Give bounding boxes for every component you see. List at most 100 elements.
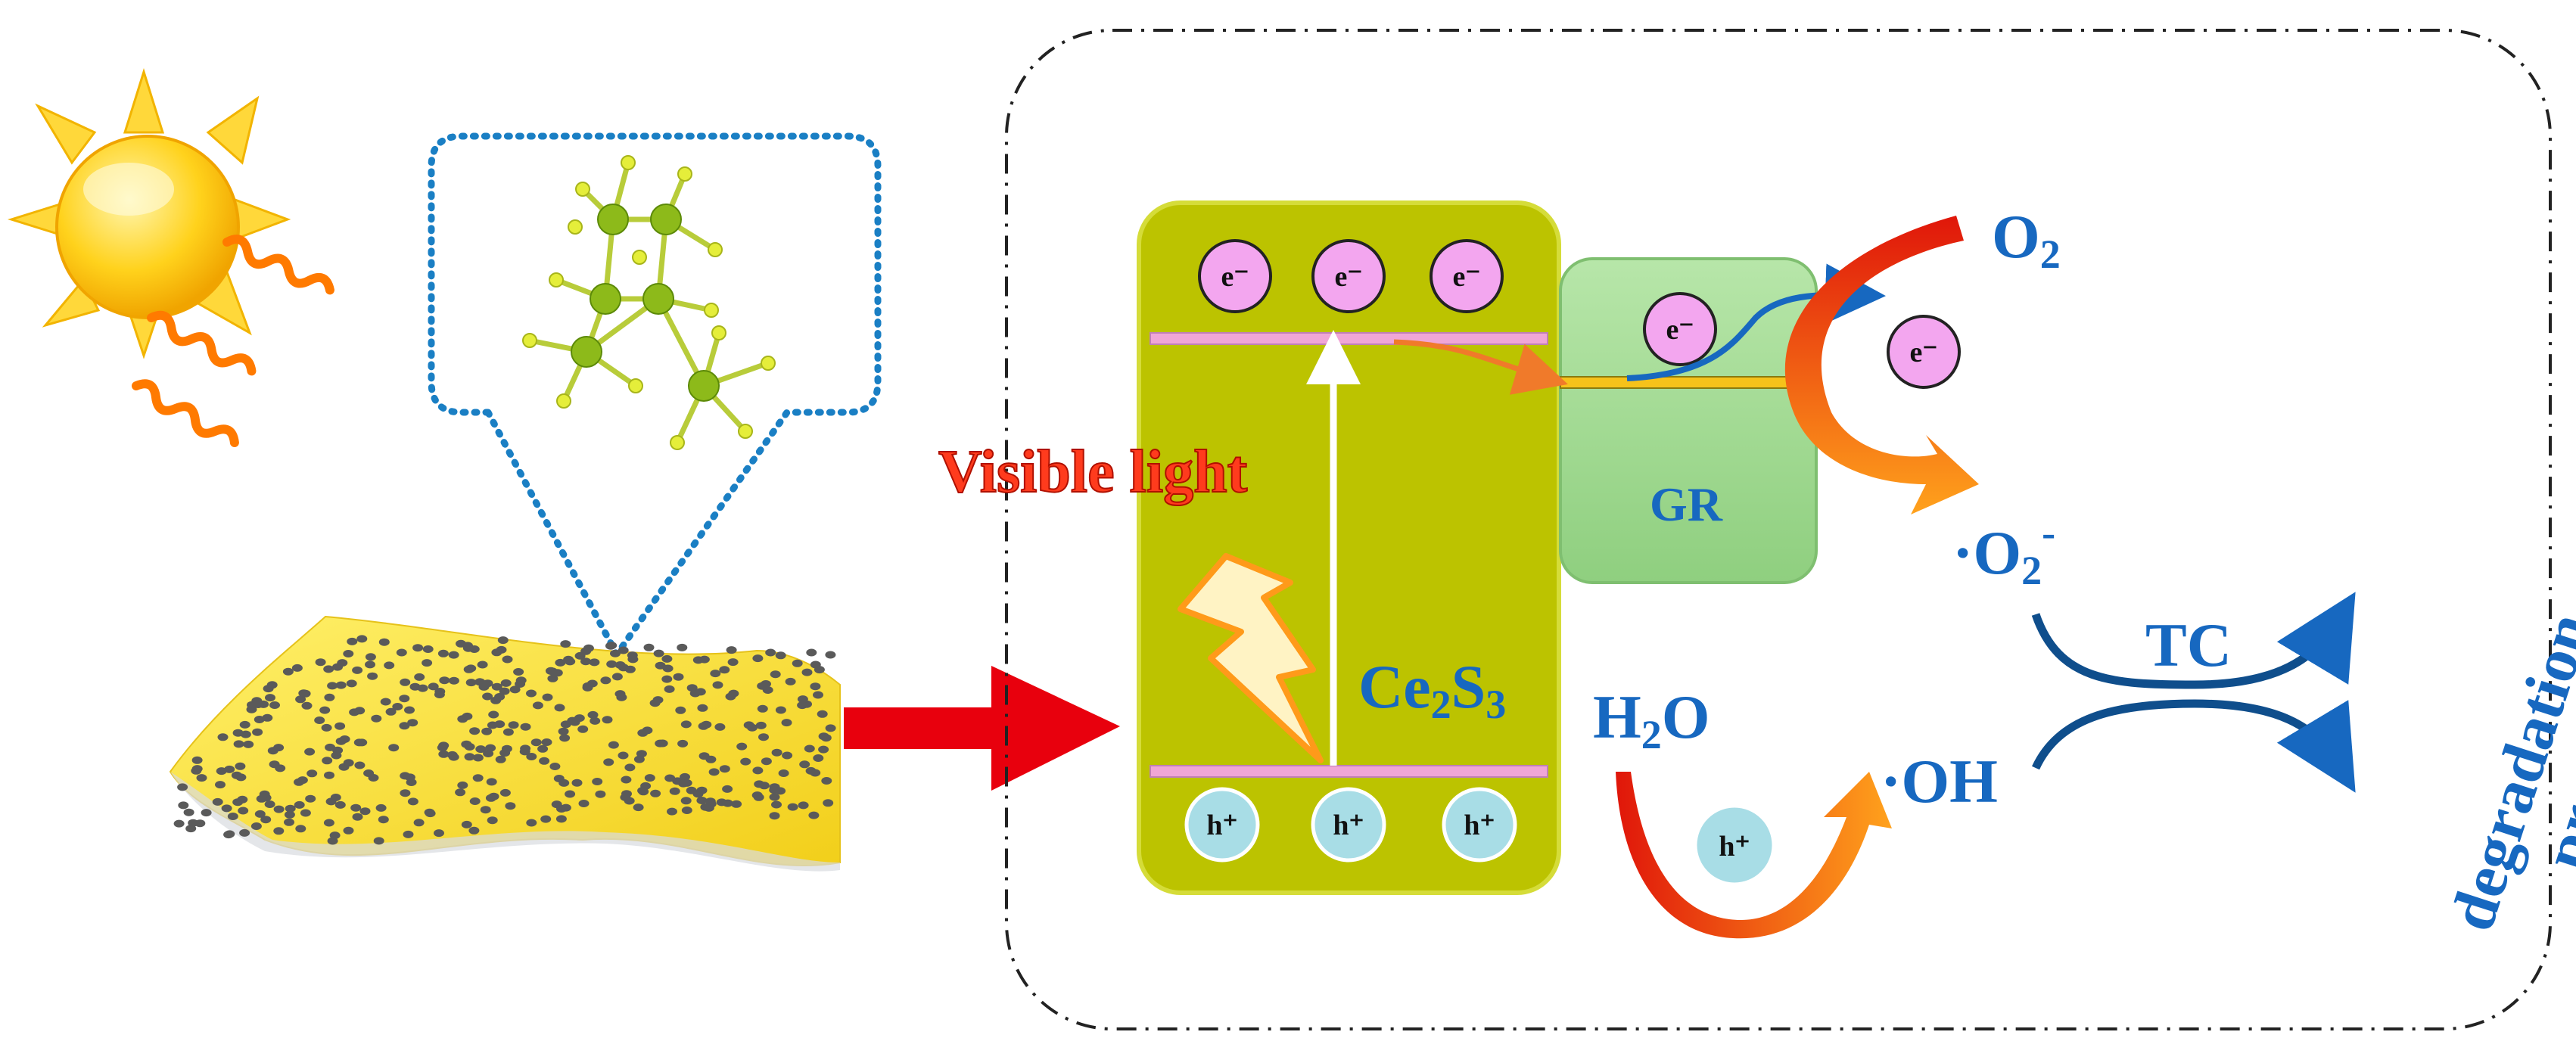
nanoparticle-dot: [797, 701, 808, 710]
nanoparticle-dot: [285, 804, 296, 813]
svg-text:e⁻: e⁻: [1335, 261, 1363, 293]
nanoparticle-dot: [698, 752, 710, 760]
nanoparticle-dot: [620, 793, 631, 801]
nanoparticle-dot: [792, 659, 803, 667]
nanoparticle-dot: [509, 685, 521, 694]
nanoparticle-dot: [300, 809, 311, 817]
tc-label: TC: [2145, 611, 2232, 679]
nanoparticle-dot: [547, 667, 558, 676]
degradation-products-label: degradation products: [2437, 605, 2576, 939]
nanoparticle-dot: [412, 644, 424, 652]
nanoparticle-dot: [378, 816, 389, 824]
nanoparticle-dot: [771, 800, 782, 809]
nanoparticle-dot: [221, 804, 232, 813]
nanoparticle-dot: [417, 684, 428, 692]
nanoparticle-dot: [354, 761, 366, 769]
nanoparticle-dot: [404, 706, 415, 714]
nanoparticle-dot: [698, 722, 709, 730]
nanoparticle-dot: [722, 785, 733, 793]
nanoparticle-dot: [201, 809, 212, 817]
nanoparticle-dot: [696, 786, 708, 794]
gr-label: GR: [1650, 477, 1723, 531]
light-rays-icon: [132, 235, 334, 447]
nanoparticle-dot: [188, 819, 199, 827]
nanoparticle-dot: [465, 679, 477, 687]
nanoparticle-dot: [775, 651, 786, 660]
nanoparticle-dot: [770, 670, 781, 679]
nanoparticle-dot: [532, 701, 543, 710]
nanoparticle-dot: [559, 734, 571, 742]
nanoparticle-dot: [457, 781, 468, 789]
nanoparticle-dot: [600, 676, 611, 685]
nanoparticle-dot: [754, 780, 765, 788]
nanoparticle-dot: [437, 649, 449, 657]
lightning-icon: [1178, 553, 1324, 763]
nanoparticle-dot: [497, 636, 509, 645]
nanoparticle-dot: [799, 760, 810, 769]
nanoparticle-dot: [191, 756, 203, 764]
nanoparticle-dot: [618, 751, 629, 760]
nanoparticle-dot: [727, 658, 739, 667]
nanoparticle-dot: [752, 766, 764, 775]
nanoparticle-dot: [710, 670, 721, 678]
nanoparticle-dot: [334, 722, 346, 730]
nanoparticle-dot: [305, 794, 316, 803]
nanoparticle-dot: [491, 682, 502, 691]
nanoparticle-dot: [239, 720, 250, 729]
nanoparticle-dot: [587, 710, 599, 719]
nanoparticle-dot: [359, 807, 371, 816]
nanoparticle-dot: [325, 743, 336, 751]
nanoparticle-dot: [334, 800, 346, 809]
tc-arrow-lower: [2032, 699, 2356, 793]
nanoparticle-dot: [298, 689, 310, 698]
nanoparticle-dot: [212, 797, 223, 806]
nanoparticle-dot: [643, 643, 655, 651]
conduction-band: [1150, 332, 1548, 345]
nanoparticle-dot: [455, 788, 466, 797]
nanoparticle-dot: [677, 739, 689, 748]
nanoparticle-dot: [494, 693, 506, 701]
nanoparticle-dot: [269, 701, 280, 709]
nanoparticle-dot: [755, 721, 767, 729]
nanoparticle-dot: [495, 755, 506, 763]
nanoparticle-dot: [385, 707, 397, 716]
nanoparticle-dot: [378, 638, 390, 646]
nanoparticle-dot: [403, 830, 414, 838]
nanoparticle-dot: [477, 660, 488, 669]
nanoparticle-dot: [368, 774, 379, 782]
nanoparticle-dot: [488, 710, 499, 719]
nanoparticle-dot: [806, 648, 817, 657]
nanoparticle-dot: [350, 803, 362, 812]
svg-text:e⁻: e⁻: [1221, 261, 1249, 293]
nanoparticle-dot: [677, 643, 688, 651]
nanoparticle-dot: [664, 774, 676, 782]
nanoparticle-dot: [456, 639, 466, 648]
nanoparticle-dot: [778, 769, 789, 777]
nanoparticle-dot: [347, 637, 358, 645]
nanoparticle-dot: [537, 744, 549, 753]
nanoparticle-dot: [304, 748, 316, 756]
nanoparticle-dot: [574, 714, 585, 723]
water-oxidation-curve: [1616, 772, 1892, 939]
nanoparticle-dot: [650, 789, 661, 797]
nanoparticle-dot: [482, 692, 493, 701]
nanoparticle-dot: [563, 655, 574, 664]
nanoparticle-dot: [680, 772, 690, 781]
nanoparticle-dot: [769, 812, 780, 820]
nanoparticle-dot: [726, 646, 737, 654]
nanoparticle-dot: [407, 797, 418, 806]
nanoparticle-dot: [520, 744, 531, 753]
nanoparticle-dot: [505, 802, 516, 810]
nanoparticle-dot: [782, 751, 793, 760]
electron-particle: e⁻: [1643, 292, 1717, 366]
nanoparticle-dot: [675, 706, 686, 714]
nanoparticle-dot: [438, 741, 450, 750]
nanoparticle-dot: [260, 816, 272, 824]
nanoparticle-dot: [267, 747, 278, 755]
nanoparticle-dot: [728, 689, 739, 698]
nanoparticle-dot: [515, 676, 527, 685]
nanoparticle-dot: [353, 738, 365, 747]
nanoparticle-dot: [196, 774, 207, 782]
nanoparticle-dot: [731, 800, 742, 808]
nanoparticle-dot: [487, 816, 498, 825]
